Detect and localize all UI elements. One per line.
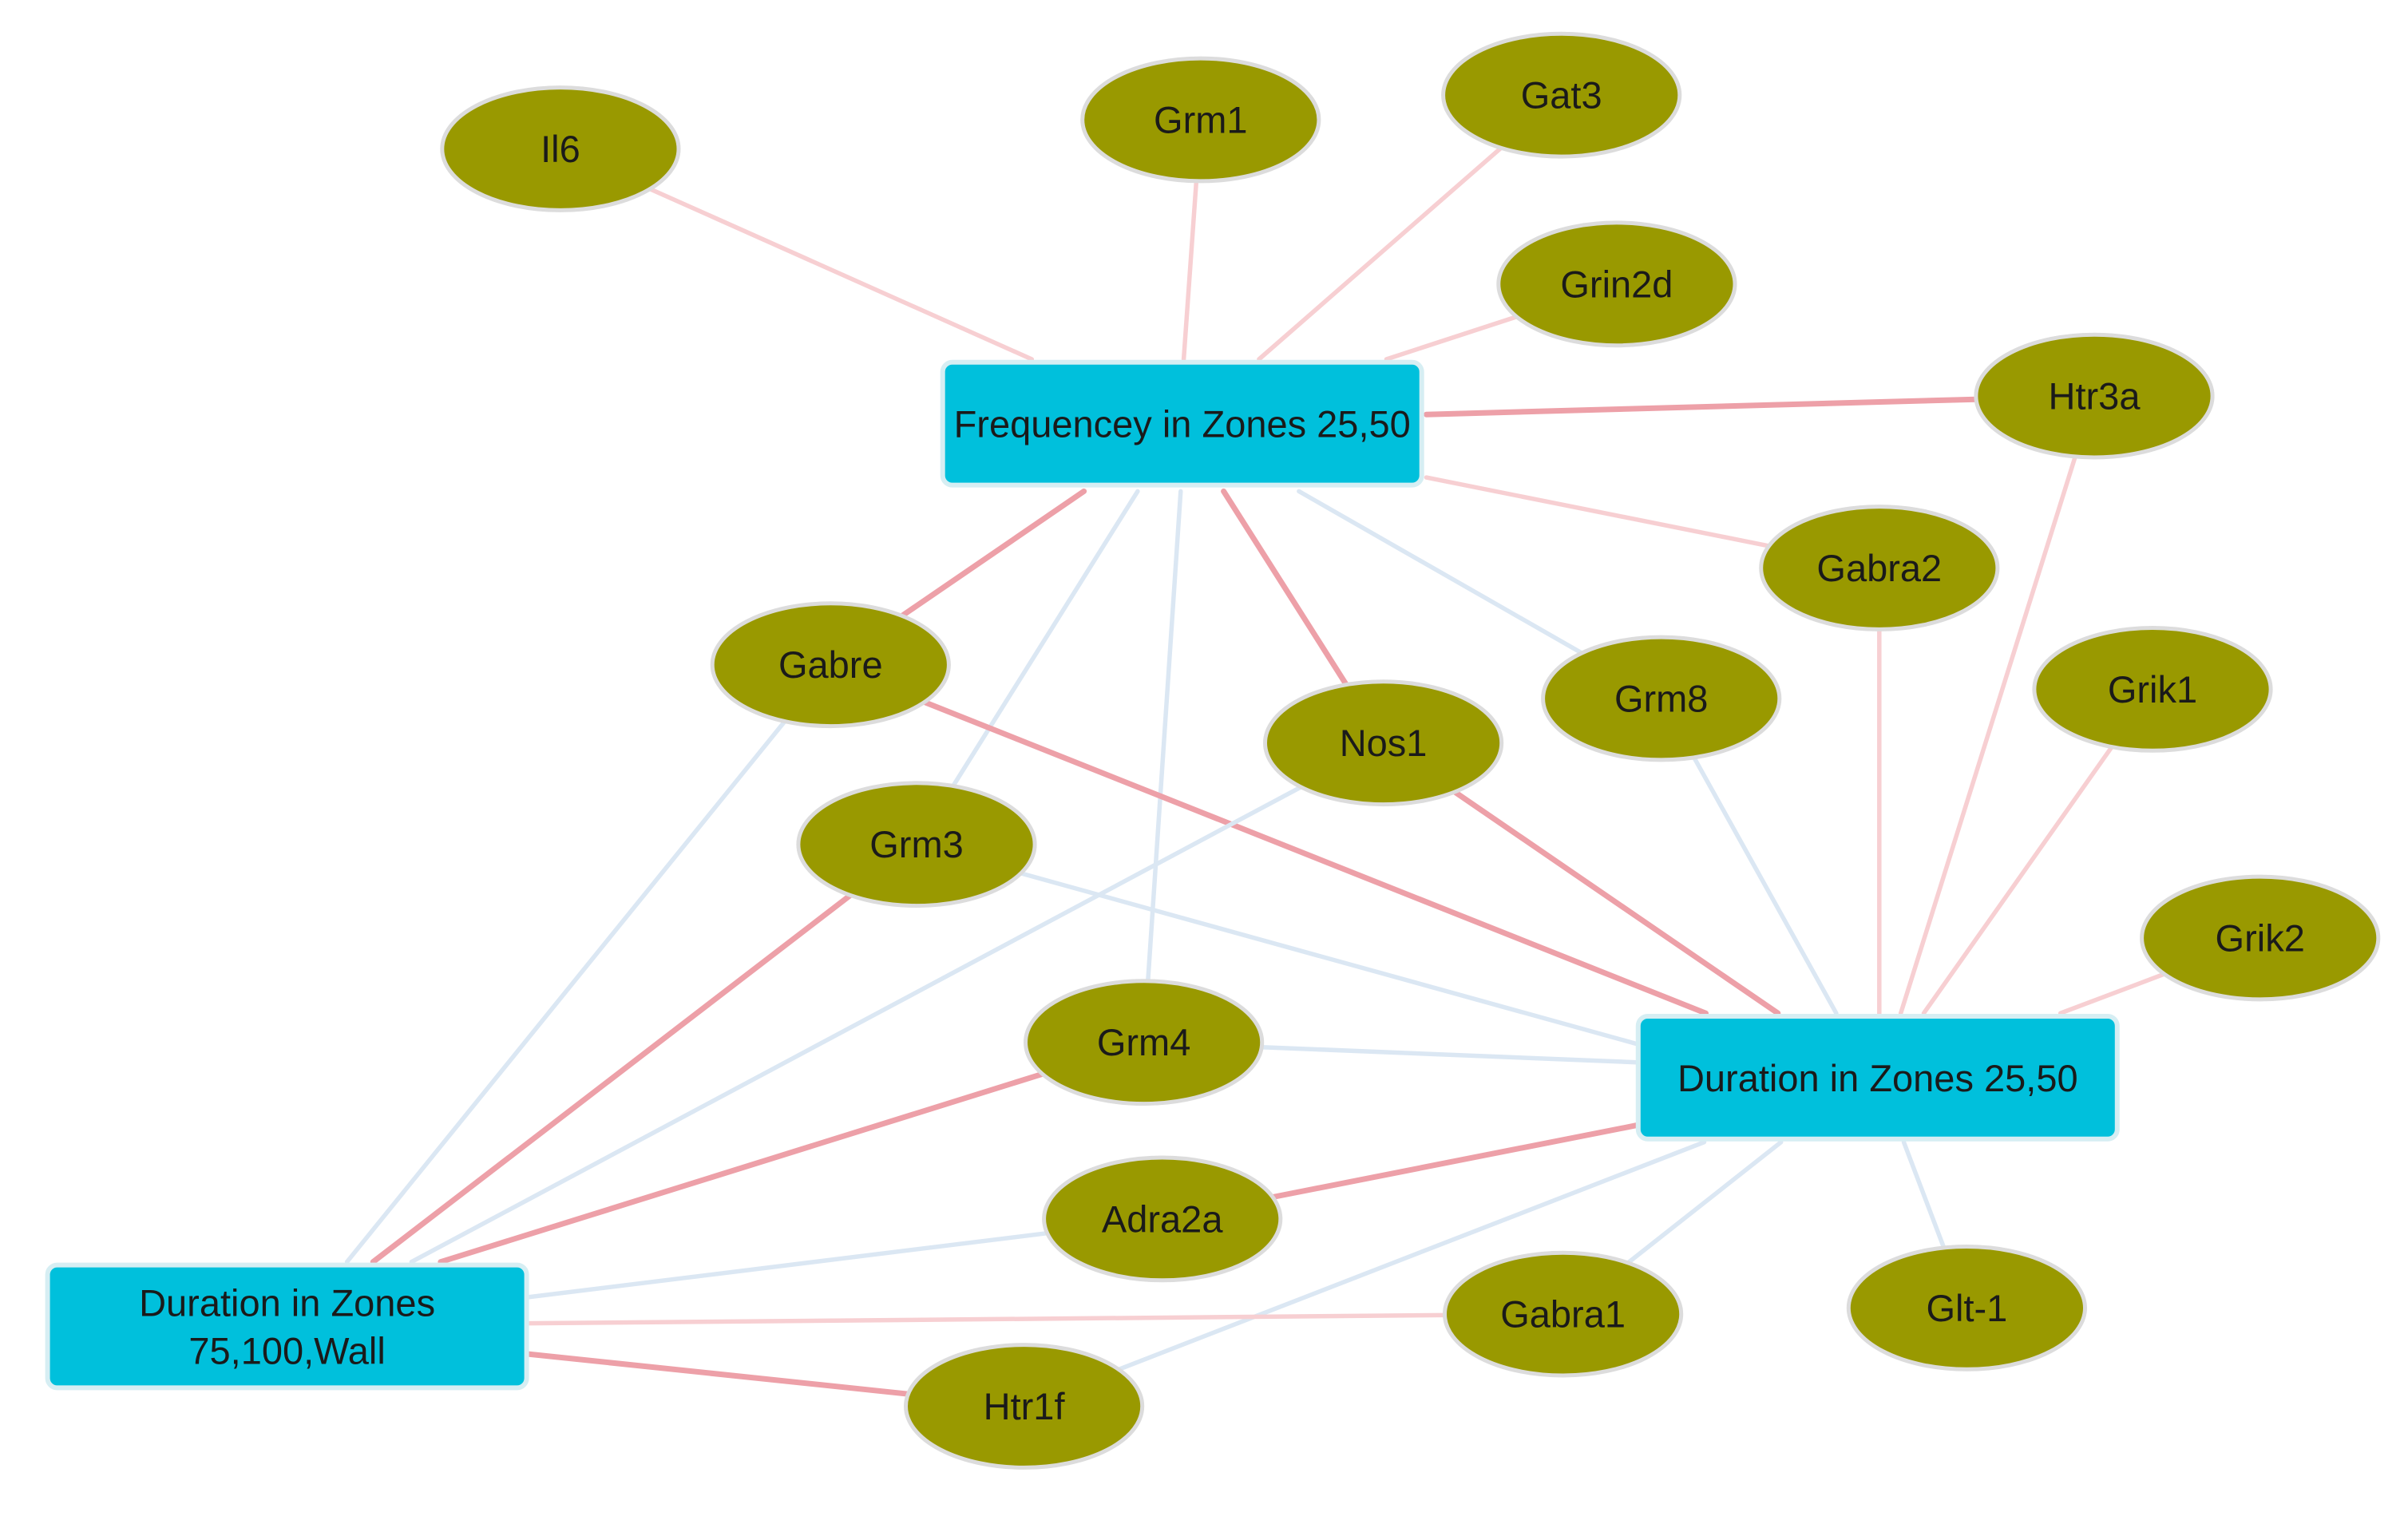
phenotype-label: Duration in Zones 25,50 bbox=[1677, 1056, 2078, 1098]
edge-freq-Grm4 bbox=[1146, 489, 1183, 984]
gene-ellipse bbox=[2140, 874, 2381, 1002]
phenotype-box bbox=[1635, 1014, 2120, 1142]
gene-label: Gabre bbox=[778, 643, 883, 686]
edge-dur2550-Glt1 bbox=[1901, 1139, 1947, 1250]
gene-ellipse bbox=[1042, 1155, 1283, 1283]
gene-label: Nos1 bbox=[1340, 722, 1428, 764]
gene-label: Grin2d bbox=[1560, 263, 1673, 305]
gene-node-grm8[interactable]: Grm8 bbox=[1541, 635, 1782, 762]
gene-label: Grik2 bbox=[2216, 917, 2305, 960]
edge-dur2550-Grik2 bbox=[2057, 972, 2167, 1015]
edge-freq-Htr3a bbox=[1424, 396, 1979, 418]
gene-node-gat3[interactable]: Gat3 bbox=[1441, 31, 1682, 159]
phenotype-box bbox=[45, 1262, 529, 1391]
gene-label: Htr1f bbox=[984, 1385, 1066, 1427]
edge-dur75-Gabra1 bbox=[525, 1312, 1448, 1326]
edge-dur2550-Gabra1 bbox=[1626, 1139, 1784, 1265]
gene-node-adra2a[interactable]: Adra2a bbox=[1042, 1155, 1283, 1283]
edge-freq-Grm8 bbox=[1297, 489, 1584, 655]
phenotype-node-freq[interactable]: Frequencey in Zones 25,50 bbox=[940, 359, 1424, 488]
gene-node-htr3a[interactable]: Htr3a bbox=[1974, 332, 2215, 460]
gene-ellipse bbox=[440, 85, 681, 212]
edge-dur2550-Htr1f bbox=[1116, 1139, 1707, 1372]
gene-node-grik1[interactable]: Grik1 bbox=[2032, 626, 2273, 753]
gene-node-il6[interactable]: Il6 bbox=[440, 85, 681, 212]
gene-node-grm1[interactable]: Grm1 bbox=[1080, 56, 1321, 184]
gene-node-gabre[interactable]: Gabre bbox=[710, 601, 951, 729]
edge-dur75-Gabre bbox=[344, 718, 787, 1265]
gene-ellipse bbox=[1541, 635, 1782, 762]
phenotype-node-dur75[interactable]: Duration in Zones 75,100,Wall bbox=[45, 1262, 529, 1391]
gene-label: Il6 bbox=[541, 128, 580, 170]
edge-freq-Gabra2 bbox=[1424, 475, 1772, 548]
phenotype-label-line: Frequencey in Zones 25,50 bbox=[954, 402, 1411, 445]
gene-label: Gabra2 bbox=[1816, 547, 1942, 589]
edge-freq-Gabre bbox=[899, 488, 1087, 619]
gene-ellipse bbox=[710, 601, 951, 729]
phenotype-label-line: 75,100,Wall bbox=[188, 1329, 385, 1372]
gene-node-gabra1[interactable]: Gabra1 bbox=[1443, 1250, 1684, 1378]
gene-ellipse bbox=[1759, 505, 2000, 631]
phenotype-label: Duration in Zones 75,100,Wall bbox=[139, 1281, 435, 1372]
gene-ellipse bbox=[904, 1343, 1145, 1470]
gene-ellipse bbox=[796, 781, 1037, 908]
gene-label: Grm8 bbox=[1614, 678, 1709, 720]
gene-ellipse bbox=[1443, 1250, 1684, 1378]
gene-label: Gabra1 bbox=[1500, 1293, 1626, 1336]
gene-ellipse bbox=[1080, 56, 1321, 184]
gene-ellipse bbox=[1263, 679, 1504, 807]
edge-dur75-Nos1 bbox=[409, 785, 1304, 1265]
edge-dur2550-Grik1 bbox=[1921, 744, 2114, 1015]
phenotype-label: Frequencey in Zones 25,50 bbox=[954, 402, 1411, 445]
edge-freq-Grm1 bbox=[1181, 179, 1199, 362]
edge-freq-Grin2d bbox=[1384, 314, 1519, 362]
gene-node-glt1[interactable]: Glt-1 bbox=[1846, 1245, 2087, 1372]
gene-ellipse bbox=[1846, 1245, 2087, 1372]
edge-freq-Il6 bbox=[648, 186, 1035, 362]
edge-freq-Grm3 bbox=[951, 489, 1140, 789]
gene-ellipse bbox=[1974, 332, 2215, 460]
edge-dur2550-Adra2a bbox=[1269, 1122, 1640, 1200]
gene-node-grm4[interactable]: Grm4 bbox=[1024, 979, 1265, 1106]
edge-dur75-Adra2a bbox=[525, 1230, 1050, 1300]
gene-node-nos1[interactable]: Nos1 bbox=[1263, 679, 1504, 807]
gene-node-htr1f[interactable]: Htr1f bbox=[904, 1343, 1145, 1470]
edge-dur2550-Grm4 bbox=[1259, 1044, 1639, 1065]
edge-dur2550-Nos1 bbox=[1452, 789, 1781, 1016]
gene-ellipse bbox=[1441, 31, 1682, 159]
gene-node-grin2d[interactable]: Grin2d bbox=[1496, 220, 1737, 348]
edge-dur2550-Htr3a bbox=[1898, 454, 2077, 1015]
edge-freq-Nos1 bbox=[1221, 488, 1349, 688]
edge-dur75-Grm4 bbox=[438, 1071, 1046, 1265]
edge-layer bbox=[344, 145, 2167, 1397]
edge-dur75-Htr1f bbox=[525, 1351, 911, 1397]
edge-freq-Gat3 bbox=[1257, 145, 1503, 362]
gene-ellipse bbox=[2032, 626, 2273, 753]
gene-label: Grik1 bbox=[2108, 668, 2197, 711]
gene-label: Glt-1 bbox=[1926, 1287, 2007, 1329]
gene-label: Grm1 bbox=[1154, 99, 1248, 141]
gene-node-gabra2[interactable]: Gabra2 bbox=[1759, 505, 2000, 631]
edge-dur2550-Grm3 bbox=[1018, 871, 1639, 1047]
gene-ellipse bbox=[1024, 979, 1265, 1106]
gene-label: Gat3 bbox=[1521, 74, 1602, 117]
gene-node-grik2[interactable]: Grik2 bbox=[2140, 874, 2381, 1002]
gene-ellipse bbox=[1496, 220, 1737, 348]
edge-dur75-Grm3 bbox=[370, 892, 853, 1265]
phenotype-node-dur2550[interactable]: Duration in Zones 25,50 bbox=[1635, 1014, 2120, 1142]
edge-dur2550-Grm8 bbox=[1692, 755, 1839, 1015]
edge-dur2550-Gabre bbox=[921, 699, 1709, 1016]
gene-label: Grm4 bbox=[1097, 1021, 1191, 1063]
phenotype-label-line: Duration in Zones bbox=[139, 1281, 435, 1324]
gene-label: Grm3 bbox=[869, 823, 964, 865]
phenotype-box bbox=[940, 359, 1424, 488]
gene-node-grm3[interactable]: Grm3 bbox=[796, 781, 1037, 908]
gene-label: Adra2a bbox=[1102, 1197, 1223, 1240]
phenotype-label-line: Duration in Zones 25,50 bbox=[1677, 1056, 2078, 1098]
gene-label: Htr3a bbox=[2049, 375, 2141, 418]
